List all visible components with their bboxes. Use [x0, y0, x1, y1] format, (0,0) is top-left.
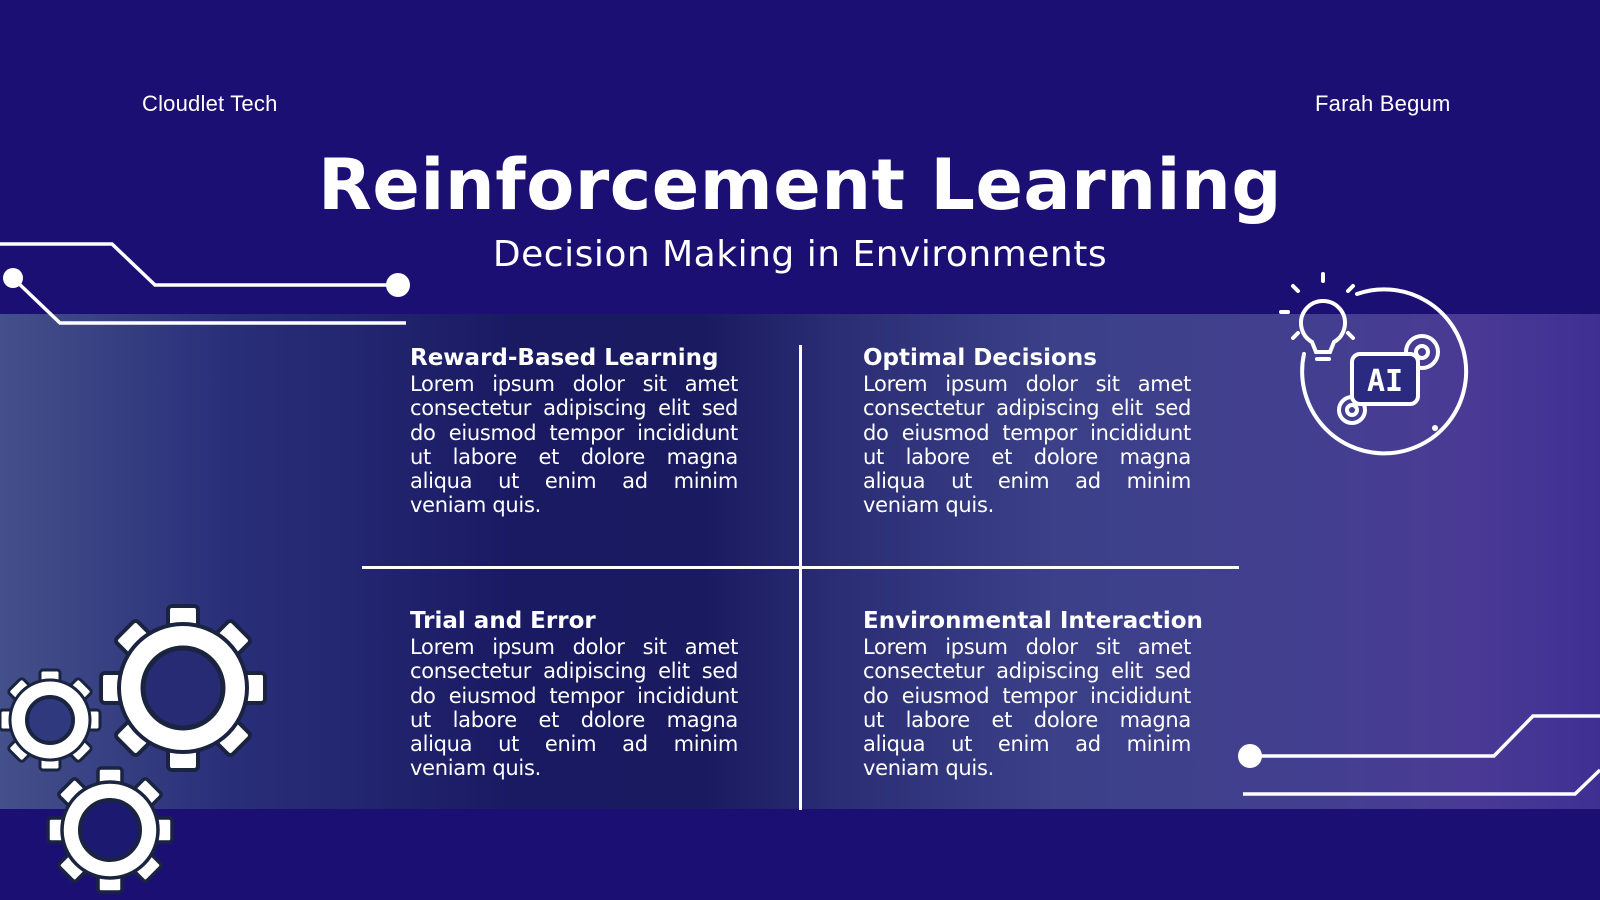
card-trial-and-error: Trial and Error Lorem ipsum dolor sit am… [410, 607, 738, 781]
ai-badge-label: AI [1367, 364, 1403, 399]
medium-gear-icon [46, 766, 174, 894]
page-title: Reinforcement Learning [318, 144, 1282, 226]
circuit-line-icon-top-left [0, 242, 406, 325]
card-optimal-decisions: Optimal Decisions Lorem ipsum dolor sit … [863, 344, 1191, 518]
circuit-line-icon-bottom-right [1243, 714, 1600, 796]
author-name: Farah Begum [1315, 91, 1451, 116]
circuit-node-icon [3, 268, 23, 288]
card-heading: Reward-Based Learning [410, 345, 719, 371]
large-gear-icon [99, 604, 267, 772]
card-reward-based-learning: Reward-Based Learning Lorem ipsum dolor … [410, 344, 738, 518]
card-body: Lorem ipsum dolor sit amet consectetur a… [863, 372, 1191, 518]
card-body: Lorem ipsum dolor sit amet consectetur a… [410, 372, 738, 518]
card-environmental-interaction: Environmental Interaction Lorem ipsum do… [863, 607, 1203, 781]
brand-left: Cloudlet Tech [142, 91, 278, 116]
small-gear-icon [0, 668, 102, 772]
page-subtitle: Decision Making in Environments [492, 234, 1108, 275]
grid-divider-horizontal [362, 566, 1239, 569]
card-body: Lorem ipsum dolor sit amet consectetur a… [410, 635, 738, 781]
card-heading: Optimal Decisions [863, 345, 1097, 371]
circuit-node-icon [386, 273, 410, 297]
circuit-node-icon [1238, 744, 1262, 768]
ai-lightbulb-gears-icon [1279, 272, 1469, 456]
grid-divider-vertical [799, 345, 802, 810]
card-heading: Environmental Interaction [863, 608, 1203, 634]
card-body: Lorem ipsum dolor sit amet consectetur a… [863, 635, 1191, 781]
card-heading: Trial and Error [410, 608, 596, 634]
gears-icon [0, 604, 267, 894]
